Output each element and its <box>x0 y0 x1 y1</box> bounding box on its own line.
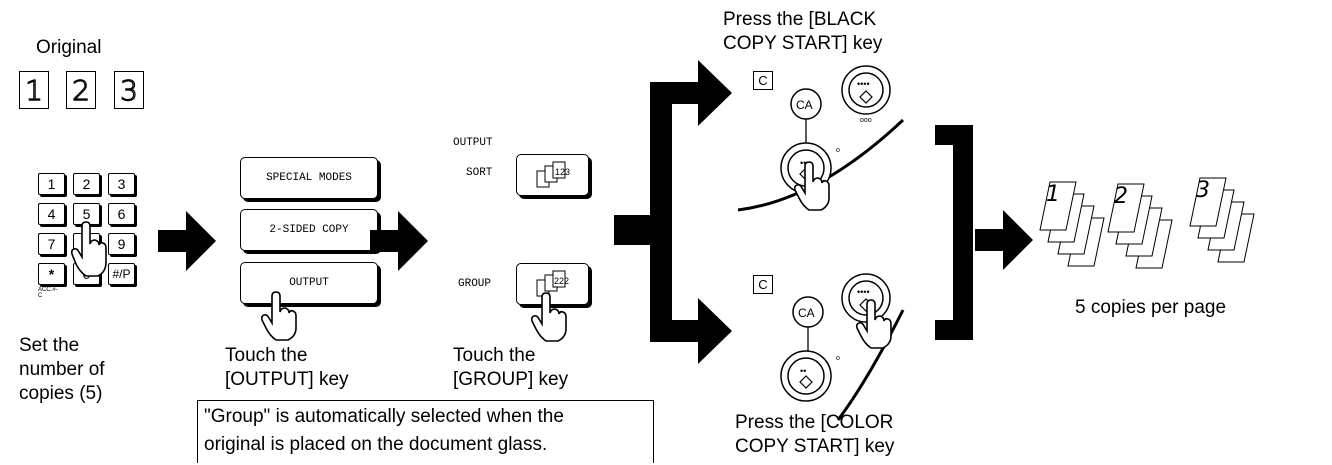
result-page-label-3: 3 <box>1196 178 1210 203</box>
output-button[interactable]: OUTPUT <box>240 262 378 304</box>
svg-text:CA: CA <box>796 98 813 112</box>
key-hash-p[interactable]: #/P <box>108 263 135 285</box>
color-start-caption-line1: Press the [COLOR <box>735 412 894 433</box>
arrow-right-icon <box>370 211 428 271</box>
color-copy-start-panel: CA •••• •• o <box>780 273 905 421</box>
svg-text:••••: •••• <box>857 79 870 89</box>
svg-text:123: 123 <box>555 167 570 177</box>
hand-pointer-icon <box>70 221 107 277</box>
sort-icon: 123 <box>536 161 570 188</box>
group-button[interactable]: 222 <box>516 263 589 305</box>
hand-pointer-icon <box>793 161 830 211</box>
key-4[interactable]: 4 <box>38 203 65 225</box>
arrow-right-icon <box>158 211 216 271</box>
svg-text:222: 222 <box>554 276 569 286</box>
clear-key-top[interactable]: C <box>753 71 773 90</box>
output-header: OUTPUT <box>453 137 493 149</box>
group-label: GROUP <box>458 278 492 290</box>
result-page-label-2: 2 <box>1114 184 1128 209</box>
two-sided-copy-button[interactable]: 2-SIDED COPY <box>240 209 378 251</box>
step1-caption-line1: Set the <box>19 335 80 356</box>
hand-pointer-icon <box>530 292 567 342</box>
step2-caption-line2: [OUTPUT] key <box>225 369 349 390</box>
svg-text:o: o <box>836 147 840 154</box>
original-page-1: 1 <box>19 71 49 109</box>
original-label: Original <box>36 37 102 58</box>
step1-caption-line3: copies (5) <box>19 383 103 404</box>
original-page-2: 2 <box>66 71 96 109</box>
arrow-right-icon <box>975 210 1033 270</box>
key-9[interactable]: 9 <box>108 233 135 255</box>
black-start-caption-line2: COPY START] key <box>723 33 883 54</box>
note-box: "Group" is automatically selected when t… <box>197 400 654 463</box>
hand-pointer-icon <box>260 291 297 341</box>
note-line2: original is placed on the document glass… <box>204 434 548 455</box>
result-page-label-1: 1 <box>1046 182 1060 207</box>
step1-caption-line2: number of <box>19 359 105 380</box>
color-start-caption-line2: COPY START] key <box>735 436 895 457</box>
svg-text:ooo: ooo <box>860 117 872 124</box>
svg-text:o: o <box>836 355 840 362</box>
hand-pointer-icon <box>855 299 892 349</box>
result-caption: 5 copies per page <box>1075 297 1227 318</box>
svg-text:CA: CA <box>798 306 815 320</box>
keypad-sublabel: ACC.#-C <box>38 287 58 299</box>
clear-key-bottom[interactable]: C <box>753 275 773 294</box>
key-3[interactable]: 3 <box>108 173 135 195</box>
svg-text:••: •• <box>800 158 806 168</box>
step2-caption-line1: Touch the <box>225 345 308 366</box>
key-6[interactable]: 6 <box>108 203 135 225</box>
key-asterisk[interactable]: * <box>38 263 65 285</box>
sort-label: SORT <box>466 167 493 179</box>
group-icon: 222 <box>536 270 569 297</box>
sort-button[interactable]: 123 <box>516 154 589 196</box>
special-modes-button[interactable]: SPECIAL MODES <box>240 157 378 199</box>
original-page-3: 3 <box>114 71 144 109</box>
key-2[interactable]: 2 <box>73 173 100 195</box>
step3-caption-line1: Touch the <box>453 345 536 366</box>
svg-text:••••: •••• <box>857 287 870 297</box>
key-1[interactable]: 1 <box>38 173 65 195</box>
grouped-copies-stack <box>1039 177 1255 269</box>
note-line1: "Group" is automatically selected when t… <box>204 406 564 427</box>
key-7[interactable]: 7 <box>38 233 65 255</box>
closing-bracket-icon <box>935 125 973 340</box>
step3-caption-line2: [GROUP] key <box>453 369 569 390</box>
branch-bracket-icon <box>614 60 732 364</box>
svg-text:••: •• <box>800 366 806 376</box>
black-start-caption-line1: Press the [BLACK <box>723 9 877 30</box>
